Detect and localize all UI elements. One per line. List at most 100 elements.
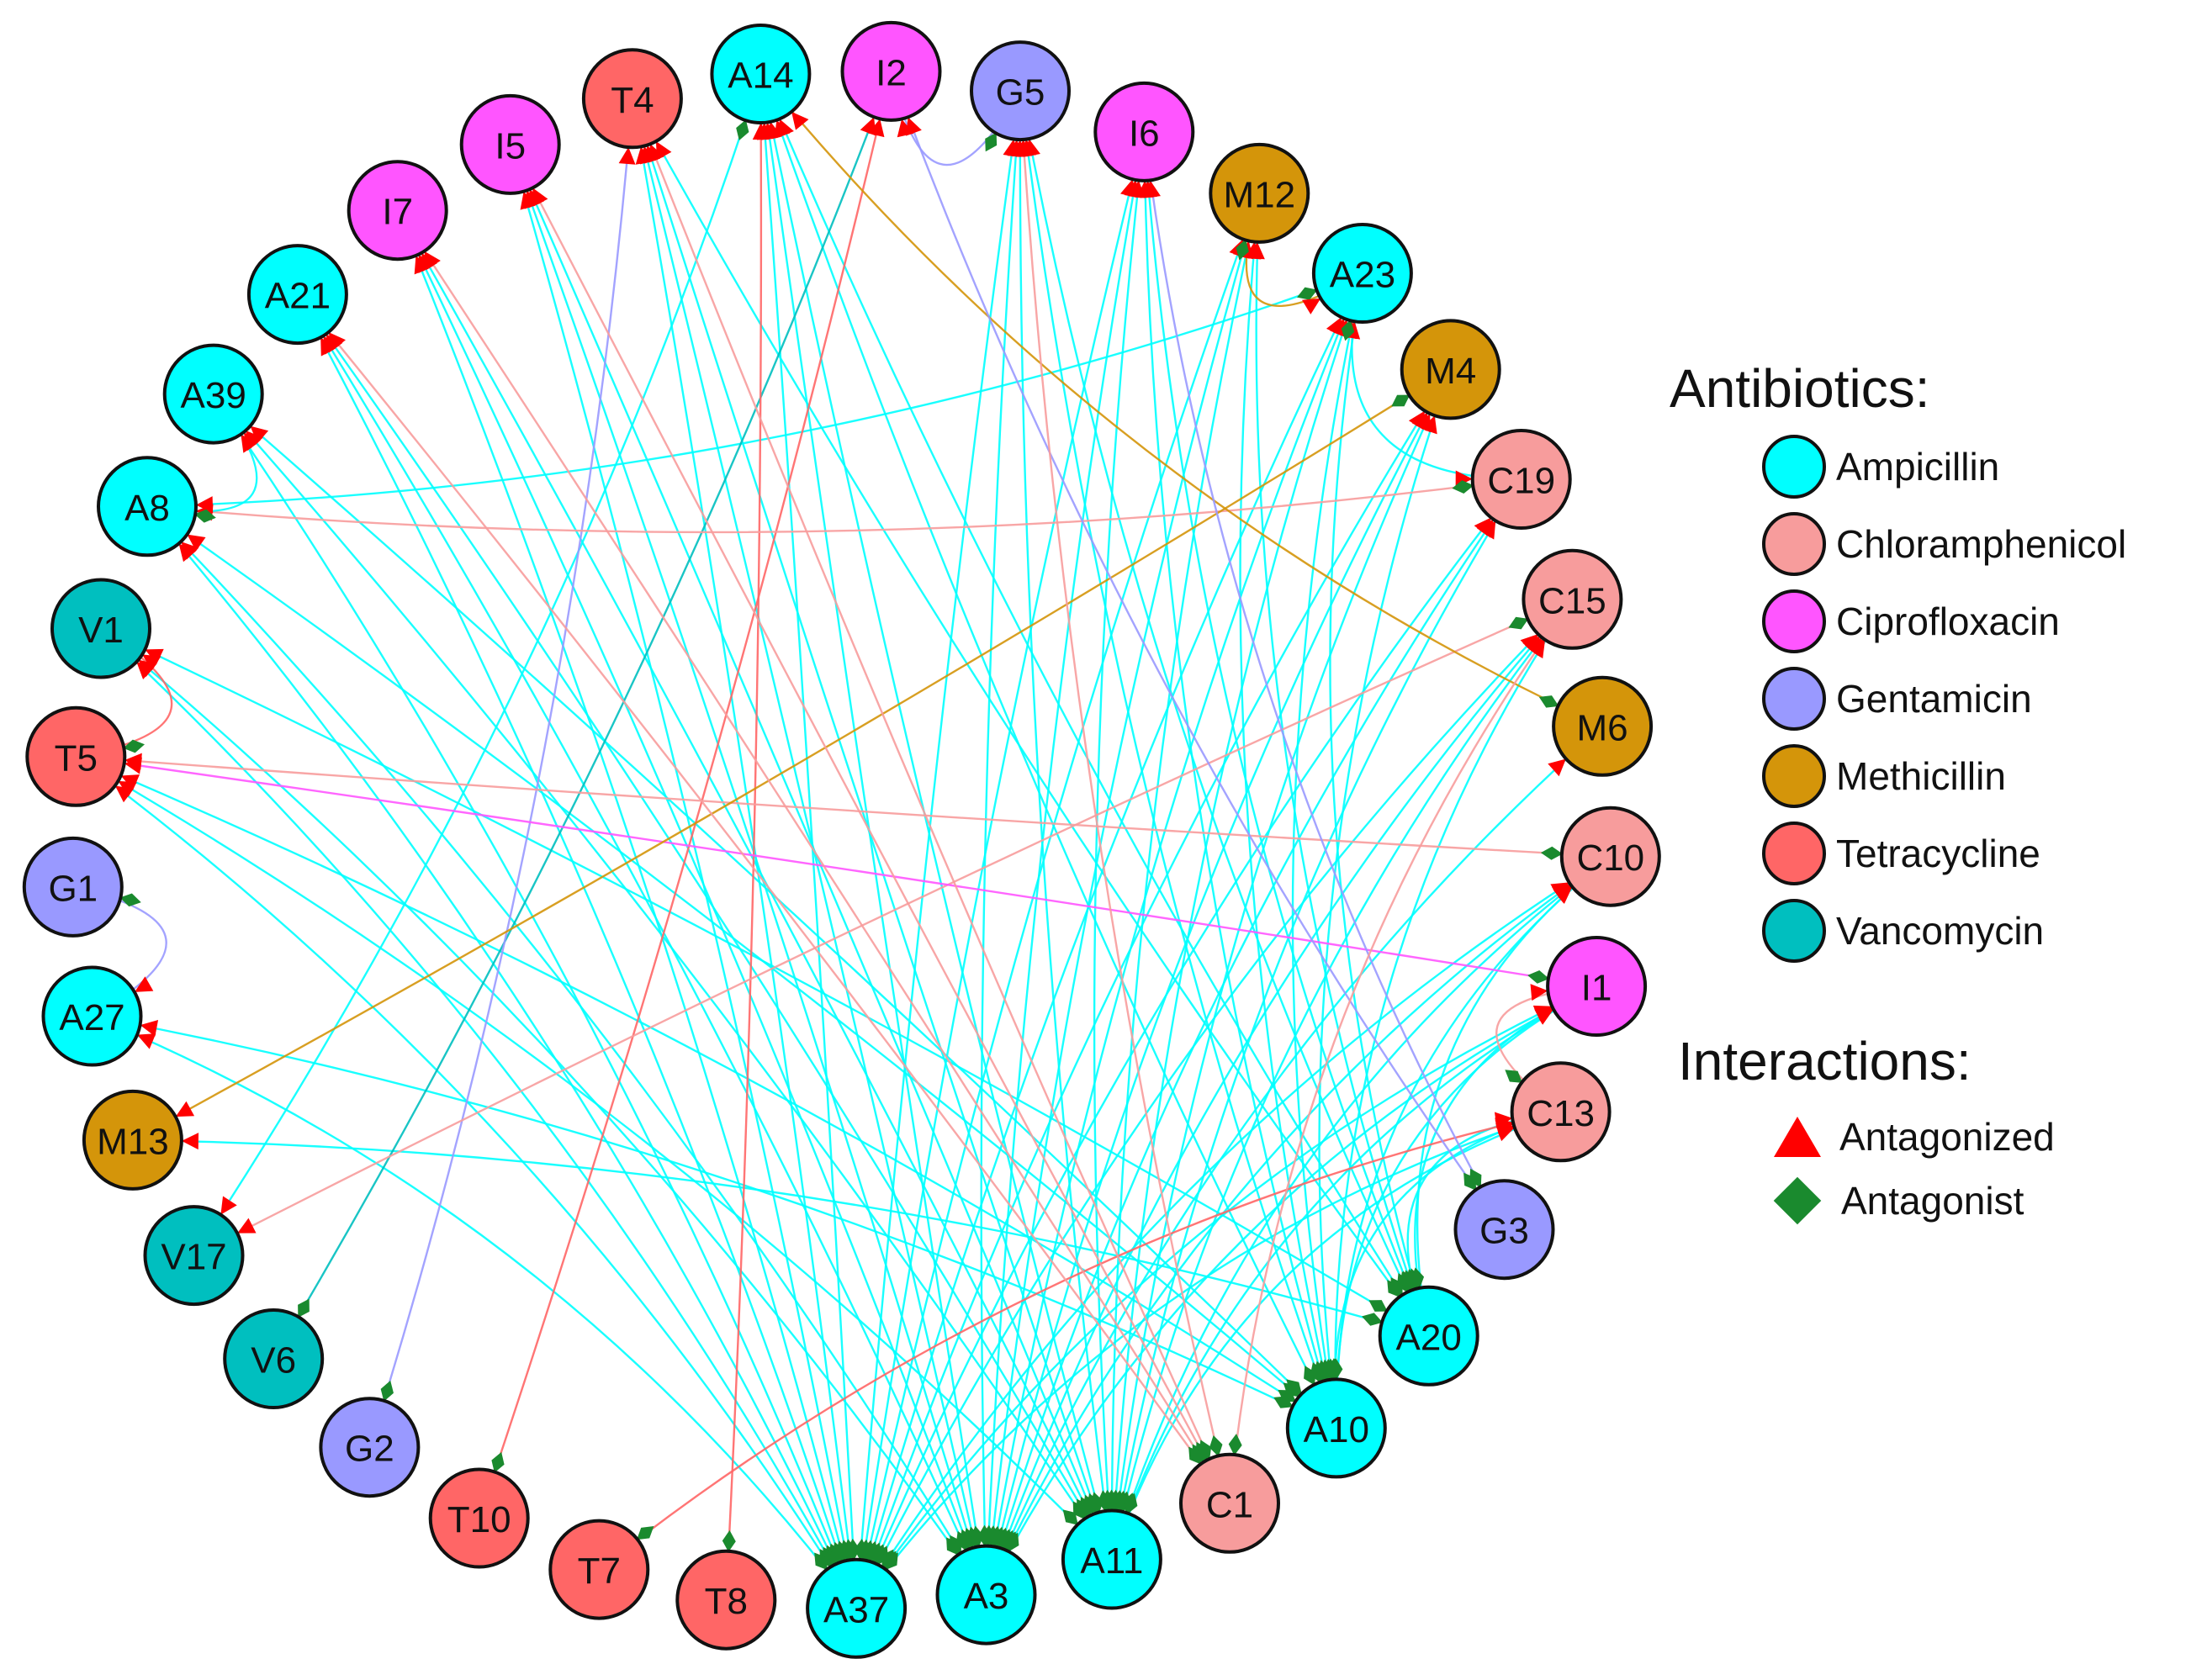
node-i1: I1	[1546, 936, 1648, 1037]
antagonized-marker	[1479, 520, 1496, 540]
marker-layer	[114, 111, 1573, 1571]
node-circle	[1559, 806, 1661, 907]
antagonist-marker	[1540, 846, 1563, 860]
edge-G3-I6	[1143, 131, 1506, 1230]
node-label: A39	[181, 375, 246, 416]
node-i2: I2	[840, 20, 942, 122]
edge-layer	[72, 71, 1612, 1609]
edge-A20-M12	[1255, 193, 1430, 1337]
node-v1: V1	[50, 578, 151, 679]
node-a23: A23	[1311, 223, 1413, 324]
edge-A3-A14	[759, 73, 987, 1595]
edge-A37-V1	[100, 627, 858, 1609]
node-label: M13	[97, 1121, 169, 1162]
edge-G3-I2	[890, 71, 1506, 1230]
antagonist-marker	[1362, 1313, 1383, 1326]
edge-C1-A21	[296, 293, 1231, 1504]
node-circle	[428, 1467, 530, 1569]
edge-M4-M13	[132, 368, 1452, 1141]
edge-A37-M12	[855, 193, 1261, 1609]
antagonized-marker	[124, 757, 142, 774]
node-circle	[25, 705, 127, 807]
node-t4: T4	[581, 48, 683, 150]
edge-A10-G5	[1019, 90, 1337, 1429]
antagonist-marker	[722, 1529, 736, 1552]
node-circle	[675, 1549, 777, 1651]
antagonized-marker	[181, 1133, 199, 1150]
antagonized-marker	[532, 188, 548, 207]
edge-A11-A21	[296, 293, 1113, 1561]
antagonist-marker	[1188, 1446, 1202, 1465]
node-a37: A37	[806, 1557, 908, 1659]
antagonized-marker	[175, 1101, 195, 1117]
antagonized-marker	[618, 147, 636, 165]
antagonist-marker	[1296, 287, 1318, 300]
antagonized-marker	[906, 117, 922, 136]
antagonized-marker	[140, 1020, 159, 1037]
antagonist-marker	[1199, 1440, 1212, 1461]
node-t8: T8	[675, 1549, 777, 1651]
edge-A3-C10	[985, 855, 1612, 1596]
edge-A11-C13	[1110, 1111, 1561, 1560]
edge-A20-G5	[1019, 90, 1430, 1337]
node-c19: C19	[1470, 429, 1572, 530]
edge-A10-I1	[1335, 985, 1597, 1429]
node-i7: I7	[347, 160, 448, 262]
node-label: G1	[48, 868, 98, 909]
edge-A10-I6	[1143, 131, 1337, 1429]
node-label: C13	[1527, 1093, 1595, 1134]
node-g5: G5	[970, 40, 1071, 142]
node-g1: G1	[22, 836, 124, 938]
edge-A11-M4	[1110, 368, 1452, 1560]
antagonized-marker	[142, 654, 161, 671]
edge-A37-C10	[855, 855, 1612, 1609]
antagonized-marker	[1015, 140, 1033, 157]
edge-A3-A21	[296, 293, 987, 1596]
node-circle	[459, 93, 561, 195]
antagonist-marker	[1469, 1168, 1482, 1188]
node-t7: T7	[548, 1519, 650, 1620]
node-label: C15	[1538, 580, 1606, 621]
antagonized-marker	[791, 111, 809, 130]
node-c1: C1	[1179, 1452, 1280, 1554]
antagonized-marker	[250, 425, 269, 444]
antagonist-marker	[637, 1526, 654, 1540]
node-g2: G2	[319, 1397, 421, 1498]
node-t5: T5	[25, 705, 127, 807]
node-circle	[162, 343, 264, 445]
node-circle	[1546, 936, 1648, 1037]
edge-A3-G5	[980, 91, 1022, 1595]
antagonized-marker	[648, 144, 664, 163]
antagonized-marker	[243, 432, 261, 451]
node-label: A11	[1080, 1540, 1143, 1582]
node-a27: A27	[41, 965, 143, 1067]
antagonized-marker	[187, 534, 206, 552]
node-circle	[22, 836, 124, 938]
node-a20: A20	[1378, 1285, 1479, 1387]
antagonist-marker	[1236, 239, 1249, 261]
antagonized-marker	[137, 1033, 156, 1049]
antagonist-marker	[298, 1298, 310, 1318]
antagonized-marker	[181, 542, 199, 560]
edge-A37-I5	[509, 144, 858, 1609]
edge-A20-C10	[1416, 855, 1612, 1337]
edge-T10-I2	[478, 71, 892, 1519]
edge-A37-I6	[855, 131, 1146, 1609]
node-circle	[223, 1308, 325, 1409]
edge-A3-A8	[146, 505, 987, 1596]
antagonized-marker	[778, 119, 794, 138]
node-circle	[581, 48, 683, 150]
node-circle	[1209, 142, 1310, 244]
edge-A11-M12	[1110, 193, 1261, 1560]
edge-A3-M6	[985, 725, 1603, 1596]
node-label: V1	[78, 610, 124, 651]
node-label: I5	[495, 125, 526, 166]
antagonist-marker	[1391, 394, 1410, 407]
edge-A37-A21	[296, 293, 858, 1609]
antagonized-marker	[1532, 1005, 1553, 1022]
node-label: M4	[1425, 351, 1476, 392]
node-label: C10	[1576, 837, 1644, 879]
edge-A11-I7	[396, 209, 1113, 1561]
